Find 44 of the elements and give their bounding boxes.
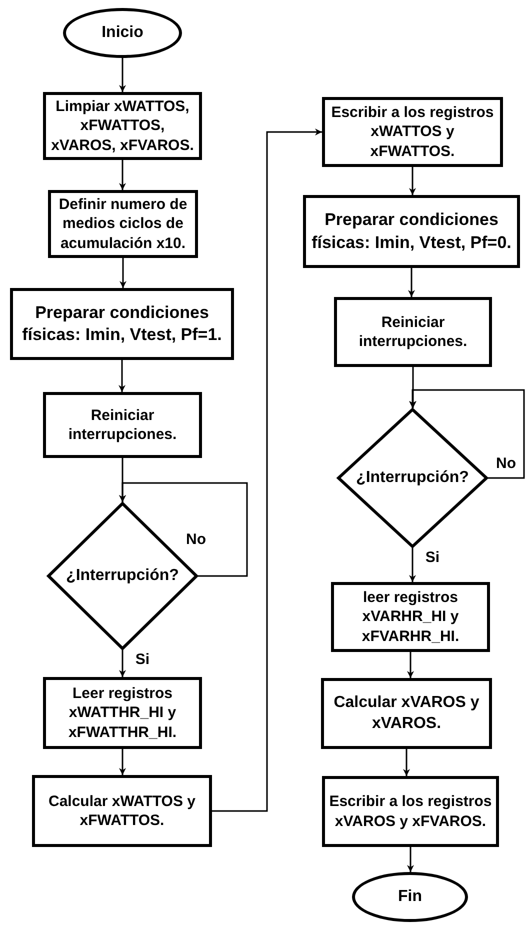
step-text: Preparar condiciones físicas: Imin, Vtest, Pf=1. <box>21 302 223 346</box>
arrow <box>409 548 416 582</box>
process-box <box>10 288 234 360</box>
process-box <box>43 677 202 749</box>
step-text: Leer registros xWATTHR_HI y xFWATTHR_HI. <box>67 684 178 742</box>
arrow <box>119 160 126 190</box>
arrow <box>119 749 126 775</box>
step-text: Definir numero de medios ciclos de acumulación x10. <box>58 194 188 254</box>
process-box <box>334 297 492 367</box>
step-text: ¿Interrupción? <box>65 566 180 586</box>
arrow <box>407 652 414 678</box>
arrow <box>120 258 126 288</box>
step-text: Calcular xWATTOS y xFWATTOS. <box>48 792 196 830</box>
process-box <box>43 92 202 160</box>
process-box <box>48 190 198 258</box>
step-text: leer registros xVARHR_HI y xFVARHR_HI. <box>360 588 460 646</box>
arrow <box>409 167 416 195</box>
step-text: Limpiar xWATTOS, xFWATTOS, xVAROS, xFVAROS. <box>50 96 195 156</box>
arrow <box>119 650 126 677</box>
step-text: Reiniciar interrupciones. <box>358 312 468 352</box>
process-box <box>43 392 202 458</box>
step-text: Calcular xVAROS y xVAROS. <box>332 692 480 734</box>
process-box <box>331 582 490 652</box>
arrow <box>212 128 322 812</box>
step-text: Preparar condiciones físicas: Imin, Vtest, Pf=0. <box>310 209 512 254</box>
step-text: Escribir a los registros xWATTOS y xFWATTOS. <box>330 102 495 162</box>
step-text: Escribir a los registros xVAROS y xFVAROS. <box>328 792 493 831</box>
process-box <box>321 678 492 749</box>
arrow <box>407 847 414 872</box>
step-text: Inicio <box>100 22 144 43</box>
arrow <box>410 367 416 408</box>
step-text: ¿Interrupción? <box>355 468 470 488</box>
step-text: Fin <box>397 886 423 907</box>
process-box <box>303 195 520 268</box>
process-box <box>322 776 499 847</box>
process-box <box>322 97 503 167</box>
arrow <box>403 749 410 776</box>
arrow <box>409 389 525 479</box>
process-box <box>32 775 212 847</box>
arrow <box>119 58 126 92</box>
arrow <box>119 482 248 577</box>
arrow <box>118 360 126 392</box>
step-text: Reiniciar interrupciones. <box>67 406 178 444</box>
arrow <box>408 268 415 297</box>
